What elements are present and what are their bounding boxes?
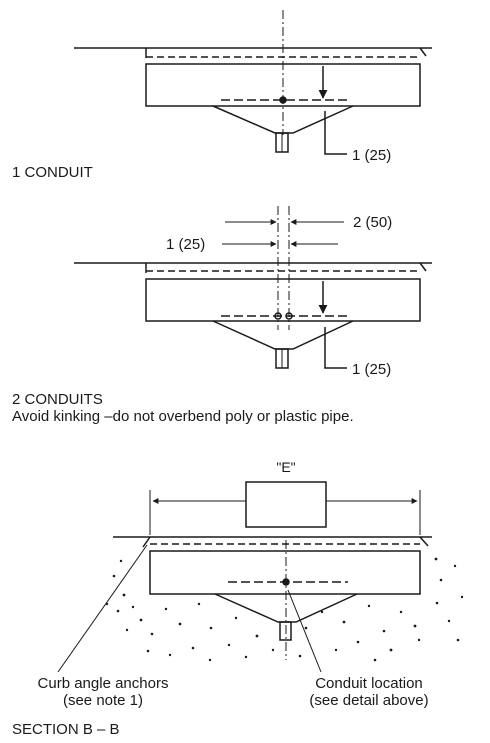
pull-box <box>149 550 421 595</box>
hopper <box>212 320 354 350</box>
anchor-label-line1: Curb angle anchors <box>38 675 169 692</box>
conduit-label-line1: Conduit location <box>315 675 423 692</box>
drain-stub <box>279 621 292 641</box>
curb-angle-right <box>419 47 427 57</box>
anchor-leader <box>57 544 148 673</box>
curb-angle-right <box>419 536 429 547</box>
conduit-point-right <box>285 312 293 320</box>
diagram-1-conduit <box>74 10 432 155</box>
leader-line <box>324 111 347 155</box>
conduit-leader <box>287 589 322 673</box>
diagram-2-conduits <box>74 206 432 369</box>
pull-box <box>145 278 421 322</box>
caption-section-b-b: SECTION B – B <box>12 721 120 738</box>
diagram-2-dim-right: 2 (50) <box>353 214 392 231</box>
diagram-1-offset-label: 1 (25) <box>352 147 391 164</box>
dimension-e-label: "E" <box>276 459 295 475</box>
diagram-2-dim-left: 1 (25) <box>166 236 205 253</box>
curb-angle-right <box>419 262 427 272</box>
caption-1-conduit: 1 CONDUIT <box>12 164 93 181</box>
conduit-point <box>279 96 287 104</box>
leader-line <box>324 327 347 369</box>
conduit-point-left <box>274 312 282 320</box>
curb-angle-left <box>142 536 151 548</box>
anchor-label-line2: (see note 1) <box>63 692 143 709</box>
conduit-point <box>282 578 290 586</box>
dimension-box <box>245 481 327 528</box>
pull-box <box>145 63 421 107</box>
diagram-2-offset-label: 1 (25) <box>352 361 391 378</box>
diagram-3-section <box>57 481 432 673</box>
caption-2-conduits: 2 CONDUITS <box>12 391 103 408</box>
gravel-fill <box>105 557 464 662</box>
kinking-note: Avoid kinking –do not overbend poly or p… <box>12 408 354 425</box>
conduit-label-line2: (see detail above) <box>309 692 428 709</box>
